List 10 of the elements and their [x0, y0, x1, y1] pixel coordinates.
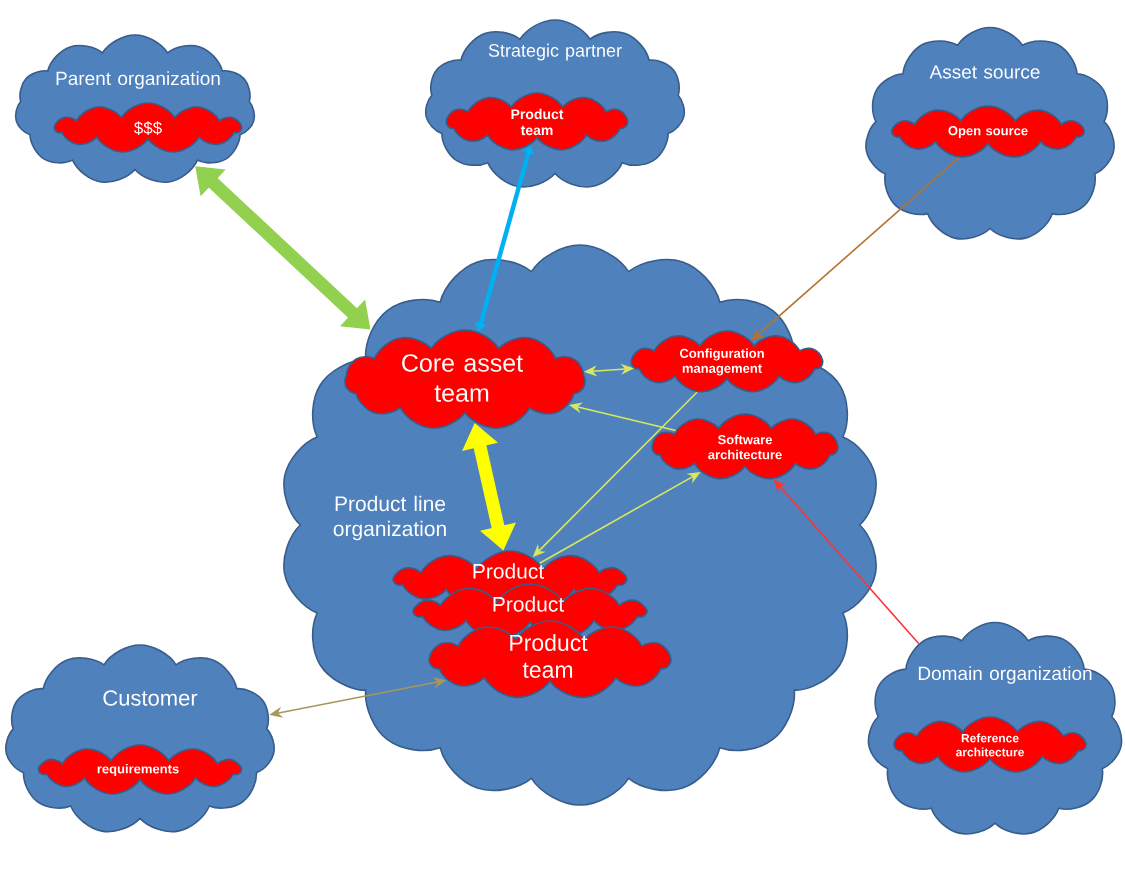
thought-bubble: $$$ [53, 102, 243, 153]
thought-bubble: Configuration management [630, 330, 824, 393]
thought-bubble: Reference architecture [893, 716, 1087, 773]
thought-bubble: Product team [445, 92, 629, 151]
arrow [751, 156, 960, 341]
thought-bubble: Product team [428, 620, 672, 699]
thought-bubble: Core asset team [344, 329, 586, 429]
thought-bubble: Software architecture [651, 413, 839, 480]
thought-bubble: requirements [37, 744, 243, 795]
thought-bubble: Open source [891, 105, 1085, 158]
